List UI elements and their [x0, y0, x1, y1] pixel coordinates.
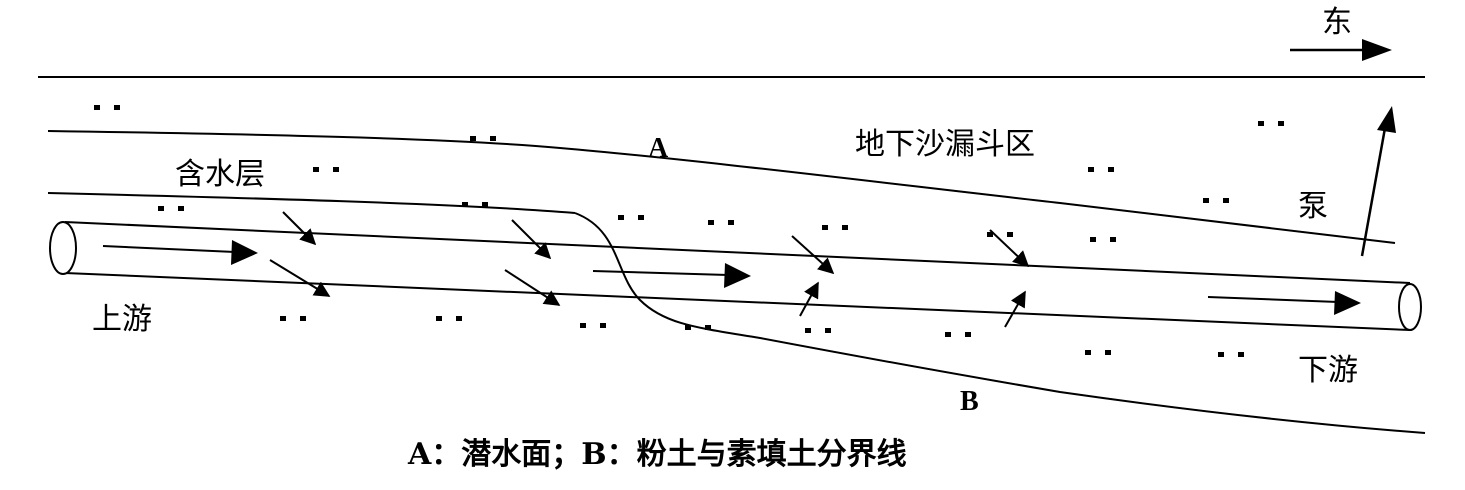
pipe-flow-arrows — [102, 240, 1361, 315]
figure-caption: A：潜水面；B：粉土与素填土分界线 — [408, 437, 907, 472]
upstream-label: 上游 — [92, 302, 152, 337]
water-table-line-a — [47, 130, 1396, 244]
aquifer-top-line — [47, 192, 576, 214]
east-label: 东 — [1322, 5, 1352, 40]
line-b-label: B — [960, 386, 979, 417]
boundary-line-b — [574, 212, 1426, 434]
east-arrow — [1290, 39, 1392, 61]
pump-arrow — [1360, 106, 1396, 257]
downstream-label: 下游 — [1298, 353, 1358, 388]
soil-texture-dots — [94, 105, 1284, 357]
pipeline — [49, 221, 1422, 331]
funnel-zone-label: 地下沙漏斗区 — [855, 127, 1035, 162]
pipe-downstream-end — [1398, 283, 1422, 331]
pump-label: 泵 — [1298, 189, 1328, 224]
seepage-arrows — [269, 211, 1030, 328]
pipe-upstream-end — [49, 221, 77, 275]
line-a-label: A — [648, 133, 669, 164]
aquifer-label: 含水层 — [175, 157, 265, 192]
